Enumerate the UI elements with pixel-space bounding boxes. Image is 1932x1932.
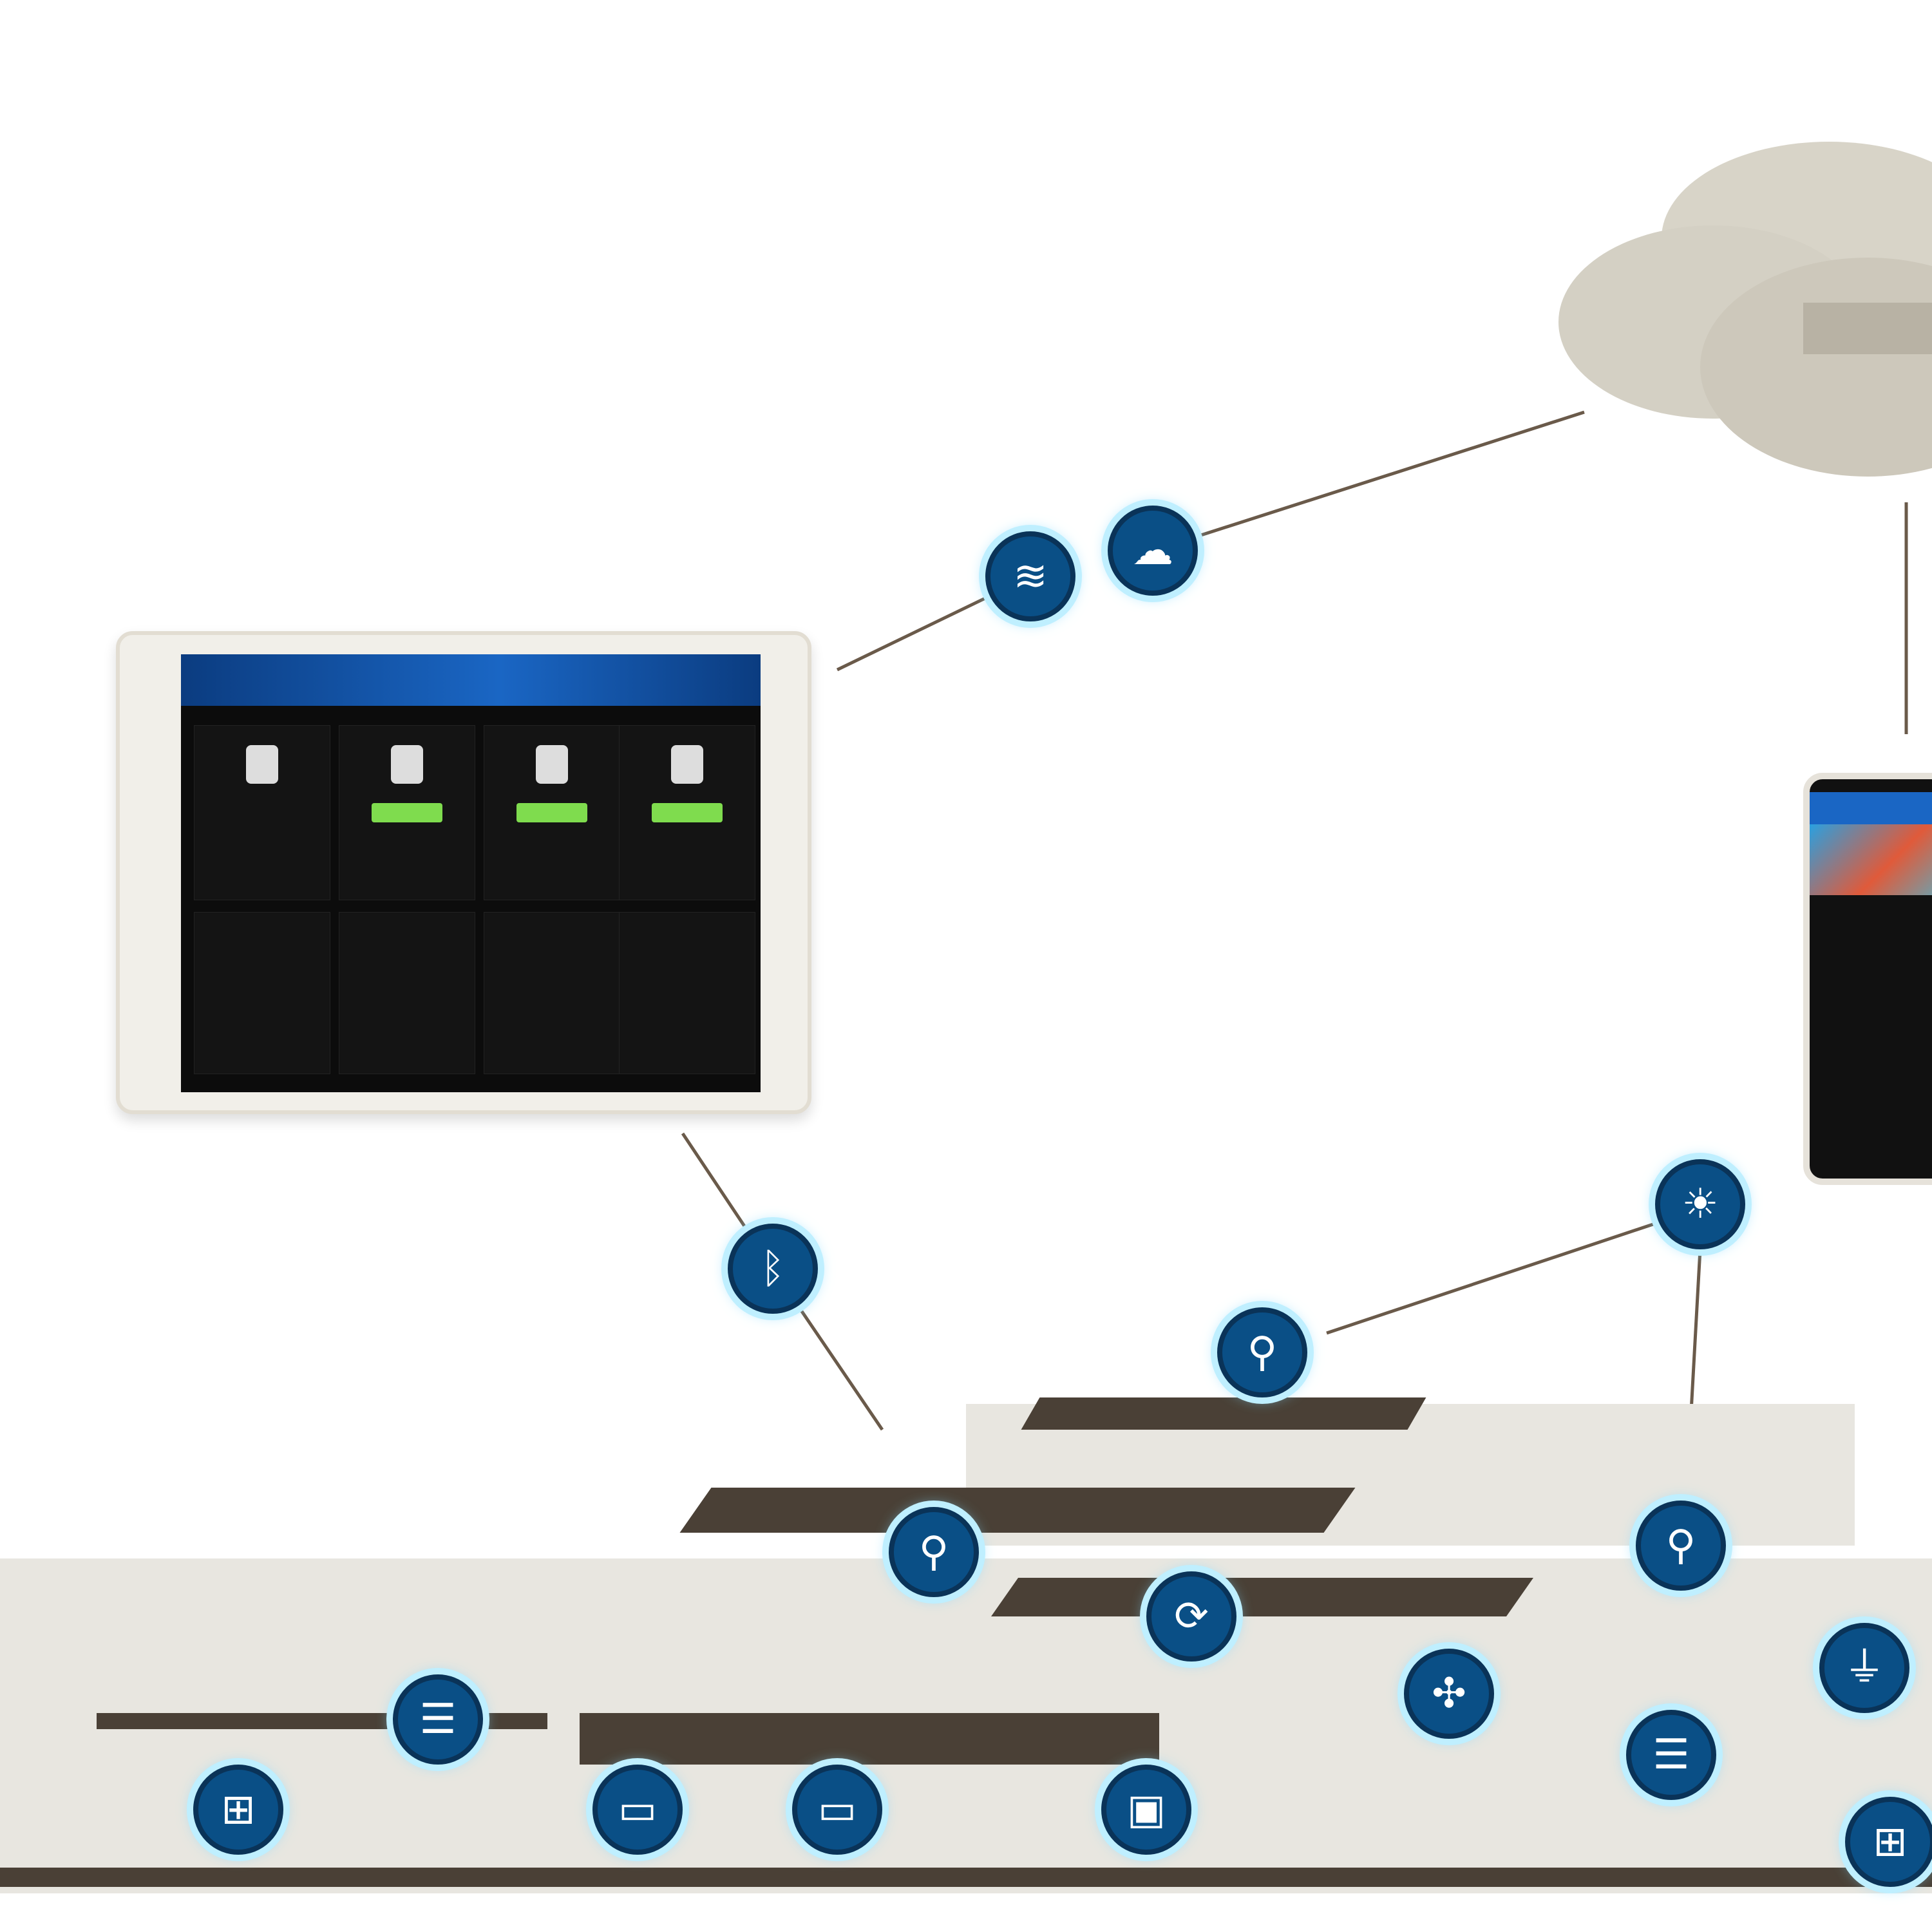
- cloud-server: [1558, 109, 1932, 496]
- dashboard-tile: [619, 725, 755, 900]
- battery-icon[interactable]: ▭: [792, 1765, 882, 1855]
- tablet-header-bar: [181, 654, 761, 706]
- dashboard-tile: [339, 912, 475, 1074]
- relay-icon[interactable]: ⊞: [1845, 1797, 1932, 1887]
- dashboard-tile: [619, 912, 755, 1074]
- dashboard-tile: [194, 725, 330, 900]
- dashboard-tile: [484, 725, 620, 900]
- dashboard-tile: [339, 725, 475, 900]
- phone-image: [1810, 824, 1932, 895]
- dashboard-tile: [484, 912, 620, 1074]
- location-pin-icon[interactable]: ⚲: [889, 1507, 979, 1597]
- refresh-icon[interactable]: ⟳: [1146, 1571, 1236, 1662]
- list-icon[interactable]: ☰: [393, 1674, 483, 1765]
- fan-icon[interactable]: ✣: [1404, 1649, 1494, 1739]
- dashboard-tile: [194, 912, 330, 1074]
- bluetooth-icon[interactable]: ᛒ: [728, 1224, 818, 1314]
- location-pin-icon[interactable]: ⚲: [1217, 1307, 1307, 1397]
- yacht: [0, 1352, 1932, 1932]
- cloud-upload-icon[interactable]: ☁: [1108, 506, 1198, 596]
- location-pin-icon[interactable]: ⚲: [1636, 1501, 1726, 1591]
- tablet-device[interactable]: [116, 631, 811, 1114]
- wifi-icon[interactable]: ≋: [985, 531, 1075, 621]
- tv-icon[interactable]: ▣: [1101, 1765, 1191, 1855]
- light-bulb-icon[interactable]: ☀: [1655, 1159, 1745, 1249]
- relay-icon[interactable]: ⊞: [193, 1765, 283, 1855]
- cloud-icon: [1558, 142, 1932, 477]
- battery-icon[interactable]: ▭: [592, 1765, 683, 1855]
- tablet-screen: [181, 654, 761, 1092]
- plug-icon[interactable]: ⏚: [1819, 1623, 1909, 1713]
- list-icon[interactable]: ☰: [1626, 1710, 1716, 1800]
- phone-device[interactable]: [1803, 773, 1932, 1185]
- phone-header-bar: [1810, 792, 1932, 824]
